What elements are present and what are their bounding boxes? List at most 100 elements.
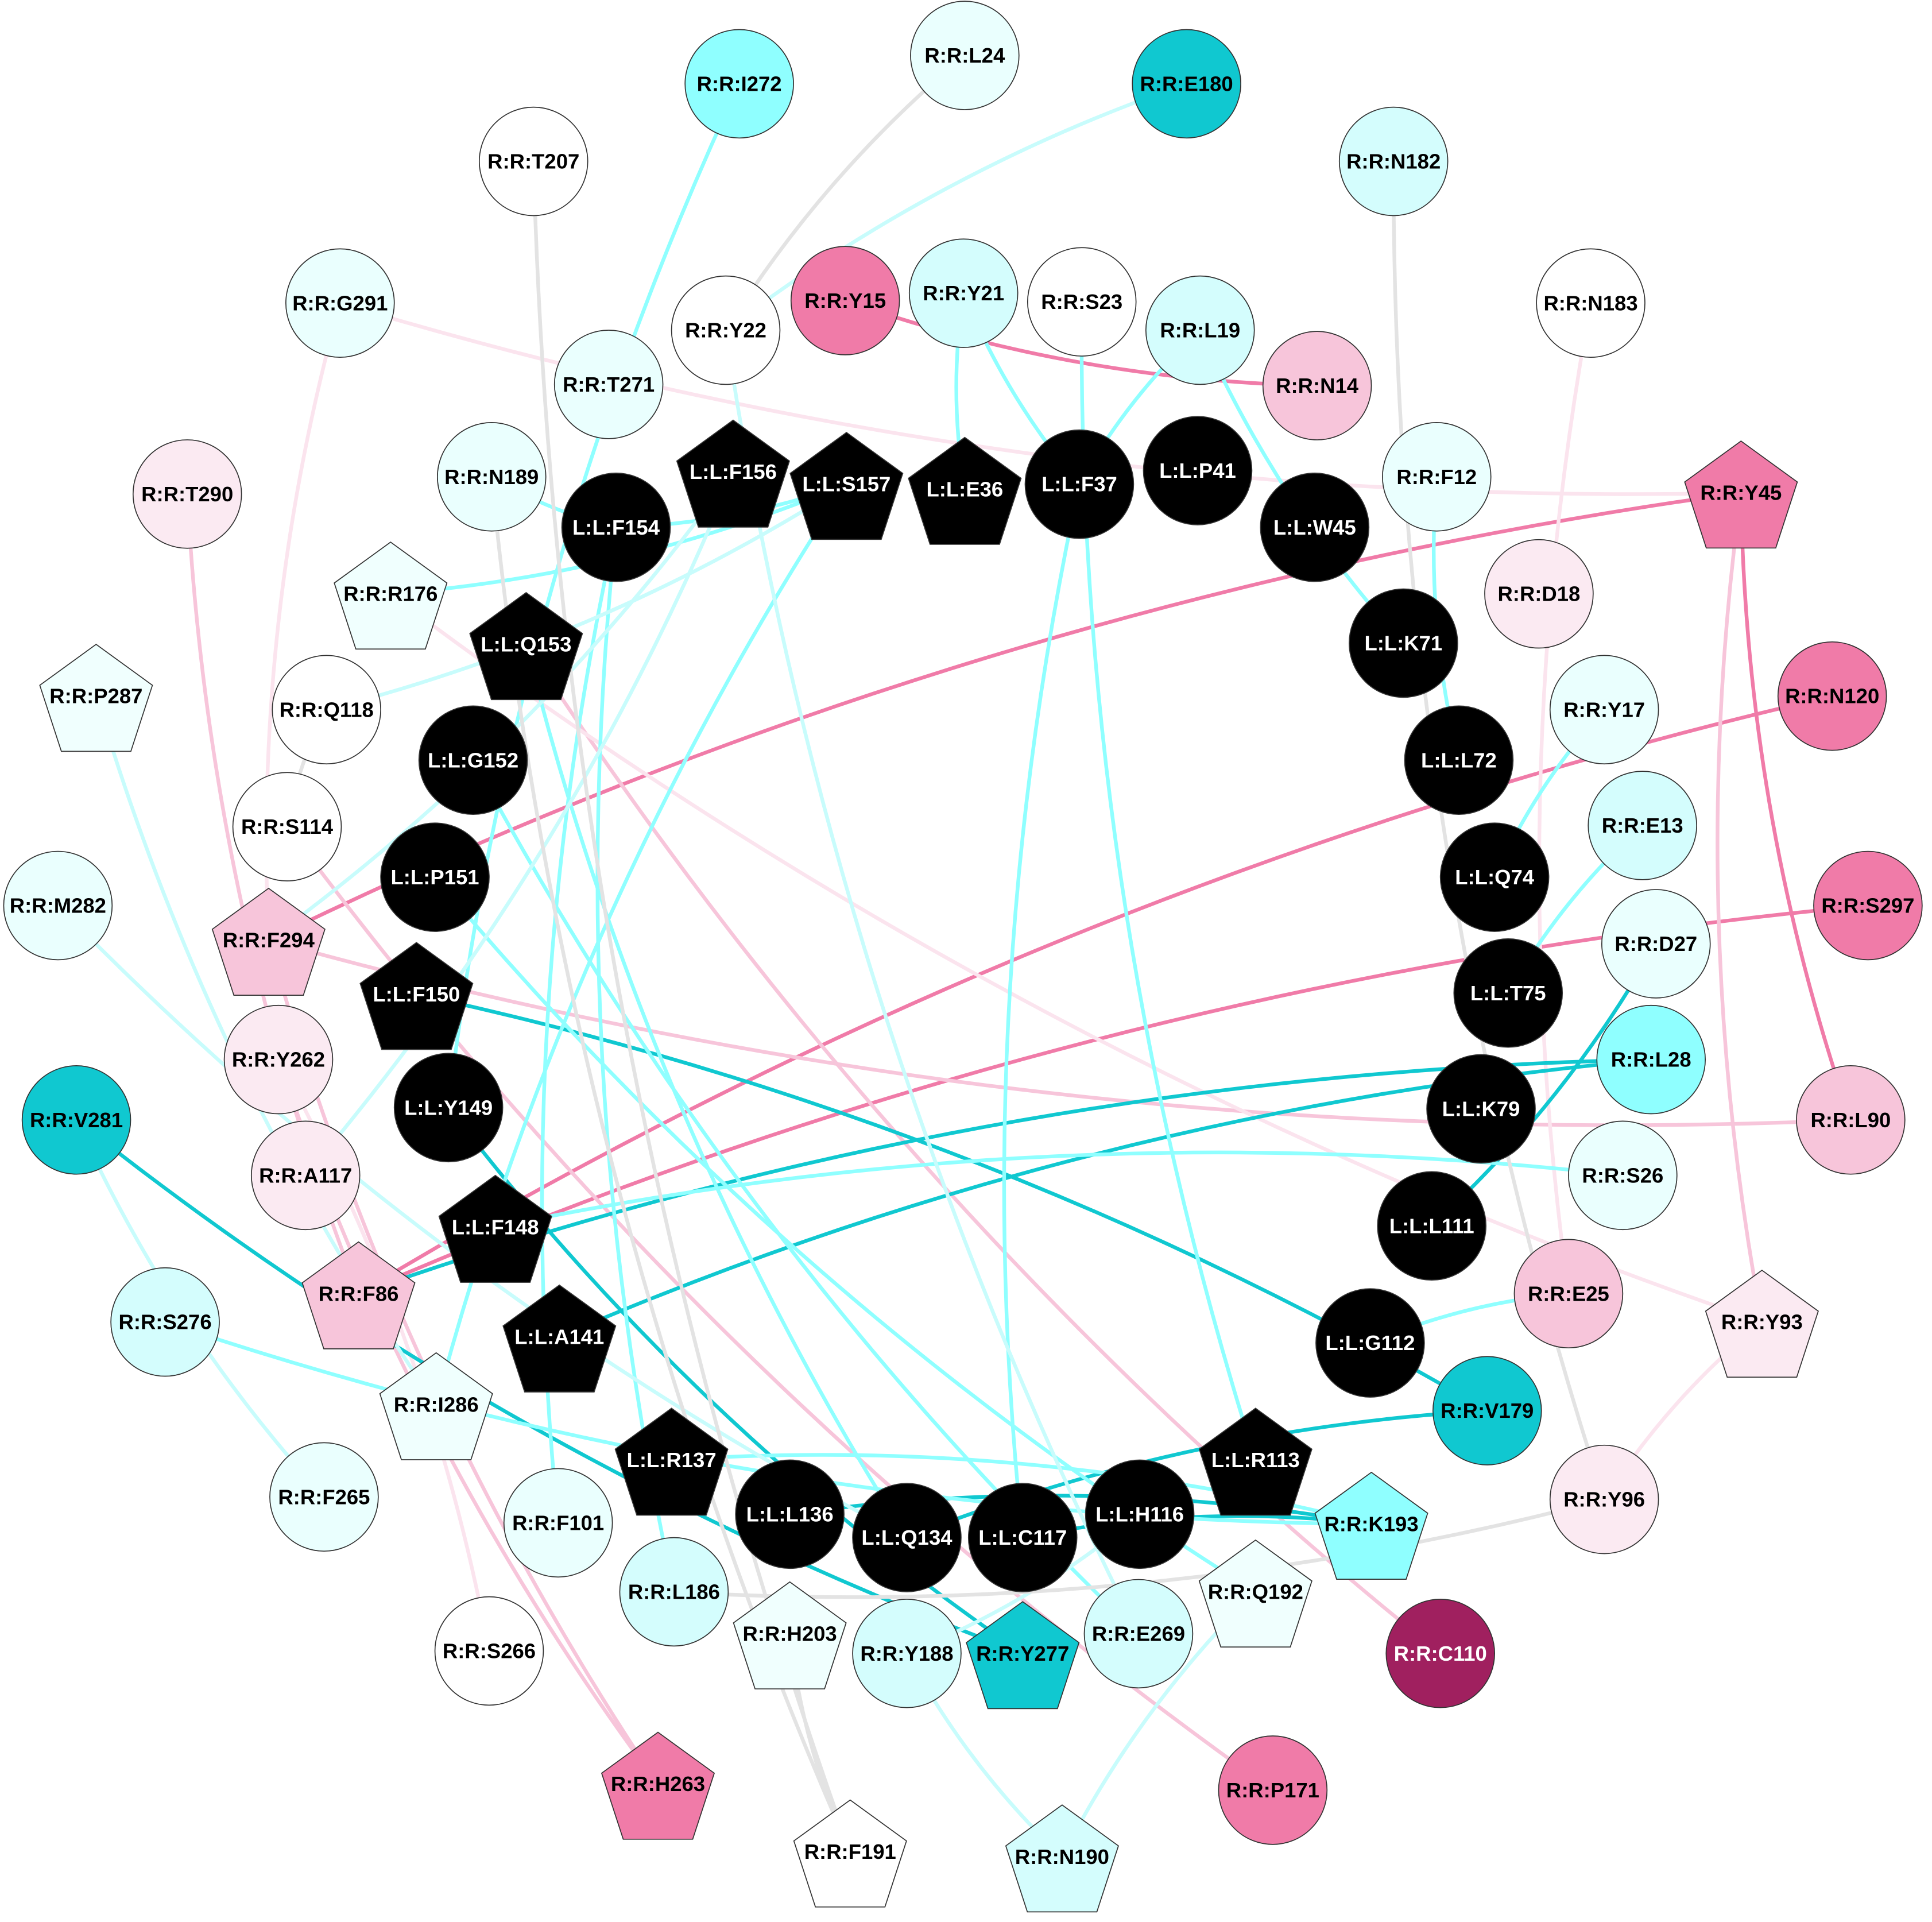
circle-node-shape [1813,850,1923,961]
circle-node-shape [380,822,490,932]
node-r-r-f12[interactable]: R:R:F12 [1382,422,1492,532]
node-r-r-p287[interactable]: R:R:P287 [39,644,153,752]
edge-r-r-n183-r-r-e25 [1537,303,1593,1294]
pentagon-node-shape [676,419,790,528]
node-r-r-f86[interactable]: R:R:F86 [301,1241,416,1349]
circle-node-shape [434,1596,544,1706]
node-label: R:R:R176 [343,582,437,606]
node-r-r-y188[interactable]: R:R:Y188 [852,1599,962,1708]
node-r-r-s297[interactable]: R:R:S297 [1813,850,1923,961]
node-r-r-y17[interactable]: R:R:Y17 [1549,655,1659,765]
node-r-r-m282[interactable]: R:R:M282 [3,850,113,961]
circle-node-shape [1513,1239,1624,1349]
node-l-l-f154[interactable]: L:L:F154 [561,473,671,582]
node-l-l-f148[interactable]: L:L:F148 [438,1174,552,1283]
node-l-l-f37[interactable]: L:L:F37 [1024,429,1135,539]
circle-node-shape [967,1483,1078,1592]
node-l-l-f156[interactable]: L:L:F156 [676,419,790,528]
node-r-r-c110[interactable]: R:R:C110 [1385,1599,1496,1708]
node-l-l-k79[interactable]: L:L:K79 [1426,1054,1536,1164]
node-r-r-y21[interactable]: R:R:Y21 [908,238,1019,348]
node-r-r-l90[interactable]: R:R:L90 [1796,1065,1906,1175]
node-l-l-g152[interactable]: L:L:G152 [418,705,528,815]
node-r-r-s266[interactable]: R:R:S266 [434,1596,544,1706]
node-r-r-d18[interactable]: R:R:D18 [1484,539,1594,649]
node-l-l-r137[interactable]: L:L:R137 [614,1407,729,1516]
node-r-r-s23[interactable]: R:R:S23 [1027,247,1137,357]
node-l-l-p41[interactable]: L:L:P41 [1143,416,1253,525]
node-l-l-h116[interactable]: L:L:H116 [1085,1459,1195,1569]
node-r-r-e180[interactable]: R:R:E180 [1132,29,1241,139]
node-r-r-i272[interactable]: R:R:I272 [684,29,794,139]
node-r-r-n182[interactable]: R:R:N182 [1338,106,1449,216]
node-l-l-q153[interactable]: L:L:Q153 [469,591,583,701]
node-l-l-f150[interactable]: L:L:F150 [359,942,474,1050]
node-l-l-a141[interactable]: L:L:A141 [502,1284,617,1393]
node-r-r-h203[interactable]: R:R:H203 [733,1581,847,1689]
node-label: R:R:F12 [1396,465,1477,489]
node-r-r-t207[interactable]: R:R:T207 [478,106,588,216]
node-r-r-e13[interactable]: R:R:E13 [1588,771,1697,880]
node-r-r-g291[interactable]: R:R:G291 [285,248,395,358]
node-r-r-f294[interactable]: R:R:F294 [211,887,326,996]
node-r-r-f191[interactable]: R:R:F191 [793,1799,907,1908]
node-l-l-q134[interactable]: L:L:Q134 [852,1483,962,1592]
node-label: R:R:N182 [1346,150,1441,173]
node-l-l-l111[interactable]: L:L:L111 [1377,1171,1486,1281]
node-r-r-n189[interactable]: R:R:N189 [436,422,547,532]
node-r-r-y277[interactable]: R:R:Y277 [966,1601,1080,1710]
node-l-l-t75[interactable]: L:L:T75 [1453,938,1563,1048]
node-r-r-f265[interactable]: R:R:F265 [269,1442,379,1552]
node-l-l-e36[interactable]: L:L:E36 [908,436,1022,545]
node-label: L:L:R137 [627,1448,717,1472]
node-r-r-s276[interactable]: R:R:S276 [110,1267,220,1377]
node-l-l-r113[interactable]: L:L:R113 [1198,1407,1312,1516]
node-l-l-w45[interactable]: L:L:W45 [1260,473,1370,582]
node-l-l-s157[interactable]: L:L:S157 [789,432,904,540]
node-r-r-k193[interactable]: R:R:K193 [1314,1471,1428,1580]
node-r-r-e25[interactable]: R:R:E25 [1513,1239,1624,1349]
node-r-r-s114[interactable]: R:R:S114 [232,772,342,881]
node-r-r-y22[interactable]: R:R:Y22 [671,275,781,385]
node-r-r-l19[interactable]: R:R:L19 [1145,275,1255,385]
node-l-l-l72[interactable]: L:L:L72 [1404,705,1514,815]
node-l-l-l136[interactable]: L:L:L136 [735,1459,845,1569]
node-r-r-h263[interactable]: R:R:H263 [601,1731,715,1840]
node-r-r-d27[interactable]: R:R:D27 [1601,889,1711,999]
node-r-r-t271[interactable]: R:R:T271 [553,330,664,439]
node-r-r-t290[interactable]: R:R:T290 [132,439,242,549]
node-l-l-p151[interactable]: L:L:P151 [380,822,490,932]
node-r-r-v281[interactable]: R:R:V281 [21,1065,131,1175]
node-l-l-q74[interactable]: L:L:Q74 [1439,822,1550,932]
node-r-r-r176[interactable]: R:R:R176 [334,541,448,650]
node-r-r-n120[interactable]: R:R:N120 [1777,641,1887,751]
node-r-r-n183[interactable]: R:R:N183 [1536,248,1646,358]
node-l-l-g112[interactable]: L:L:G112 [1315,1288,1425,1398]
node-r-r-y262[interactable]: R:R:Y262 [223,1004,334,1115]
node-label: R:R:T271 [563,373,655,396]
node-l-l-y149[interactable]: L:L:Y149 [393,1053,504,1163]
node-r-r-a117[interactable]: R:R:A117 [250,1120,361,1231]
node-r-r-n14[interactable]: R:R:N14 [1262,331,1372,440]
node-r-r-q192[interactable]: R:R:Q192 [1198,1539,1312,1648]
circle-node-shape [1143,416,1253,525]
node-r-r-q118[interactable]: R:R:Q118 [272,655,381,765]
node-r-r-f101[interactable]: R:R:F101 [503,1468,613,1578]
node-r-r-l24[interactable]: R:R:L24 [910,1,1020,110]
node-r-r-p171[interactable]: R:R:P171 [1218,1735,1328,1845]
node-r-r-i286[interactable]: R:R:I286 [379,1352,493,1460]
node-r-r-s26[interactable]: R:R:S26 [1568,1120,1678,1231]
node-r-r-y15[interactable]: R:R:Y15 [790,246,900,355]
node-r-r-y45[interactable]: R:R:Y45 [1684,440,1798,549]
circle-node-shape [21,1065,131,1175]
node-l-l-c117[interactable]: L:L:C117 [967,1483,1078,1592]
node-r-r-l28[interactable]: R:R:L28 [1596,1004,1706,1115]
node-r-r-e269[interactable]: R:R:E269 [1083,1579,1194,1689]
node-r-r-v179[interactable]: R:R:V179 [1432,1356,1542,1465]
node-l-l-k71[interactable]: L:L:K71 [1349,588,1458,698]
node-r-r-n190[interactable]: R:R:N190 [1005,1804,1119,1913]
node-r-r-l186[interactable]: R:R:L186 [619,1537,729,1647]
node-r-r-y93[interactable]: R:R:Y93 [1705,1269,1819,1378]
node-r-r-y96[interactable]: R:R:Y96 [1549,1444,1659,1554]
